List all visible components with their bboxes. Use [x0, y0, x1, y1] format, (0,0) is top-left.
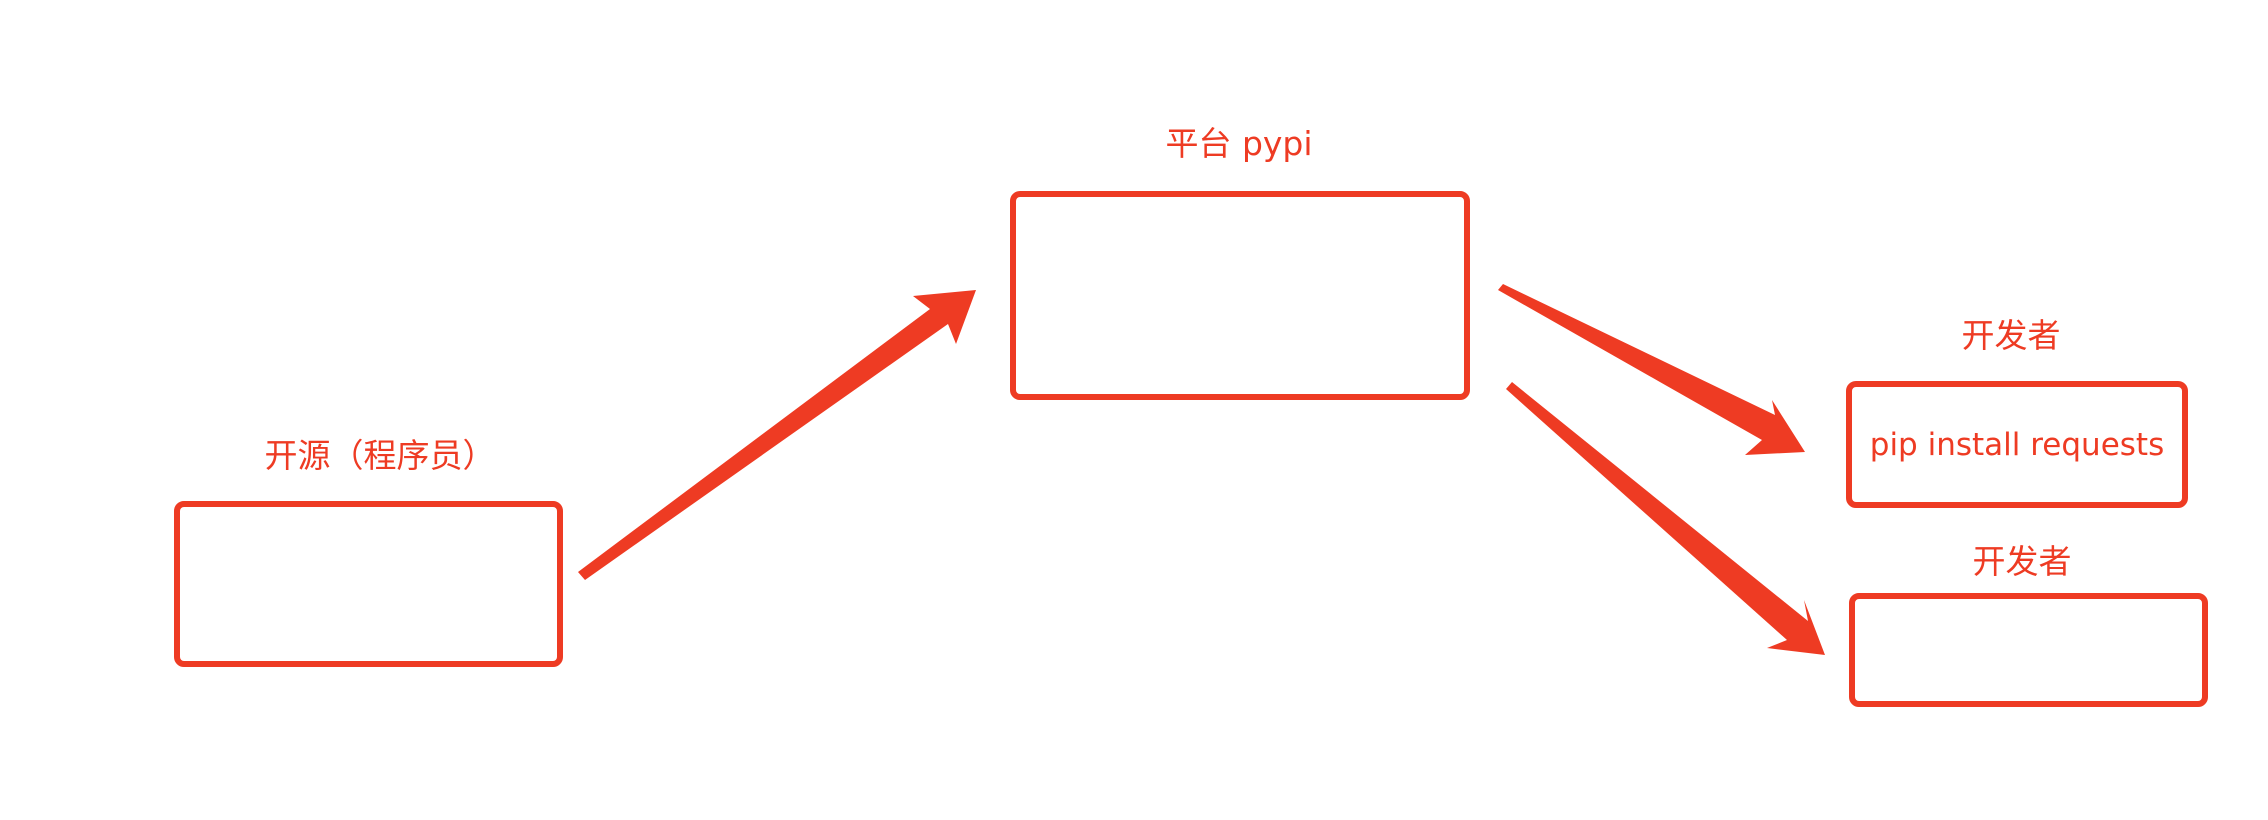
- platform-label: 平台 pypi: [1165, 124, 1313, 163]
- developer-2-label: 开发者: [1972, 542, 2072, 581]
- developer-1-command: pip install requests: [1869, 426, 2165, 463]
- arrow-platform-to-developer-2: [1506, 382, 1825, 655]
- platform-box: [1010, 191, 1470, 400]
- source-box: [174, 501, 563, 667]
- source-label: 开源（程序员）: [264, 436, 496, 475]
- arrow-platform-to-developer-1: [1498, 284, 1805, 455]
- arrow-source-to-platform: [578, 290, 976, 580]
- developer-2-box: [1849, 593, 2208, 707]
- developer-1-label: 开发者: [1961, 316, 2061, 355]
- developer-1-box: pip install requests: [1846, 381, 2188, 508]
